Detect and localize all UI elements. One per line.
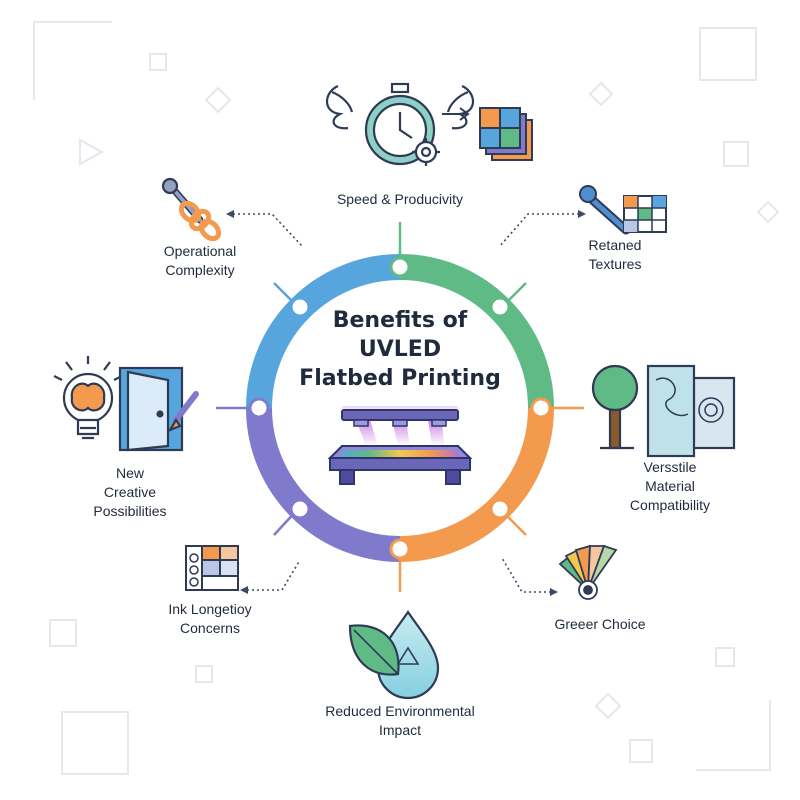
benefit-label-creative-line-2: Creative (103, 484, 157, 500)
benefit-label-speed: Speed & Producivity (300, 190, 500, 209)
benefit-label-creative: New Creative Possibilities (70, 464, 190, 521)
wrench-grid-icon (579, 185, 667, 235)
ring-node-bottom-left (289, 498, 311, 520)
benefit-label-ink: Ink Longetioy Concerns (150, 600, 270, 638)
title-line-3: Flatbed Printing (299, 366, 501, 391)
benefit-label-operational-line-1: Operational (163, 243, 237, 259)
benefit-label-operational: Operational Complexity (140, 242, 260, 280)
ring-node-left (248, 397, 270, 419)
printed-tiles-icon (479, 107, 533, 161)
benefit-label-material: Versstile Material Compatibility (600, 458, 740, 515)
benefit-label-textures-line-2: Textures (588, 256, 642, 272)
benefit-label-environment-line-1: Reduced Environmental (325, 703, 475, 719)
benefit-label-operational-line-2: Complexity (165, 262, 235, 278)
flatbed-printer-icon (327, 406, 473, 485)
winged-stopwatch-gear-icon (325, 82, 475, 166)
tree-glass-panels-icon (591, 364, 736, 458)
title-line-2: UVLED (358, 337, 442, 362)
benefit-label-textures: Retaned Textures (560, 236, 670, 274)
arrow-right-icon (442, 107, 470, 121)
benefit-label-environment-line-2: Impact (378, 722, 421, 738)
benefit-label-creative-line-1: New (115, 465, 144, 481)
benefit-label-creative-line-3: Possibilities (93, 503, 167, 519)
brain-bulb-door-brush-icon (53, 356, 199, 452)
ring-nodes (248, 256, 552, 560)
leaf-water-drop-recycle-icon (348, 610, 440, 700)
benefit-label-material-line-1: Versstile (643, 459, 697, 475)
benefit-label-greener: Greeer Choice (530, 615, 670, 634)
benefit-label-speed-line-1: Speed & Producivity (336, 191, 464, 207)
ring-node-top-right (489, 296, 511, 318)
benefit-label-material-line-3: Compatibility (629, 497, 711, 513)
benefit-label-greener-line-1: Greeer Choice (554, 616, 646, 632)
connector-lines (216, 222, 584, 592)
benefit-label-ink-line-2: Concerns (180, 620, 240, 636)
ring-node-bottom (389, 538, 411, 560)
dotted-arrows (228, 213, 584, 593)
ring-node-top (389, 256, 411, 278)
benefit-label-environment: Reduced Environmental Impact (300, 702, 500, 740)
background-decoration (33, 21, 780, 775)
chain-wrench-icon (161, 177, 222, 242)
benefit-label-textures-line-1: Retaned (588, 237, 642, 253)
page-title: Benefits of UVLED Flatbed Printing (280, 306, 520, 393)
benefit-label-material-line-2: Material (645, 478, 695, 494)
arrowheads (226, 210, 586, 596)
color-palette-grid-icon (185, 545, 239, 591)
title-line-1: Benefits of (332, 308, 468, 333)
ring-node-bottom-right (489, 498, 511, 520)
ring-node-right (530, 397, 552, 419)
ring-node-top-left (289, 296, 311, 318)
benefit-label-ink-line-1: Ink Longetioy (168, 601, 252, 617)
color-swatch-fan-icon (558, 544, 618, 600)
